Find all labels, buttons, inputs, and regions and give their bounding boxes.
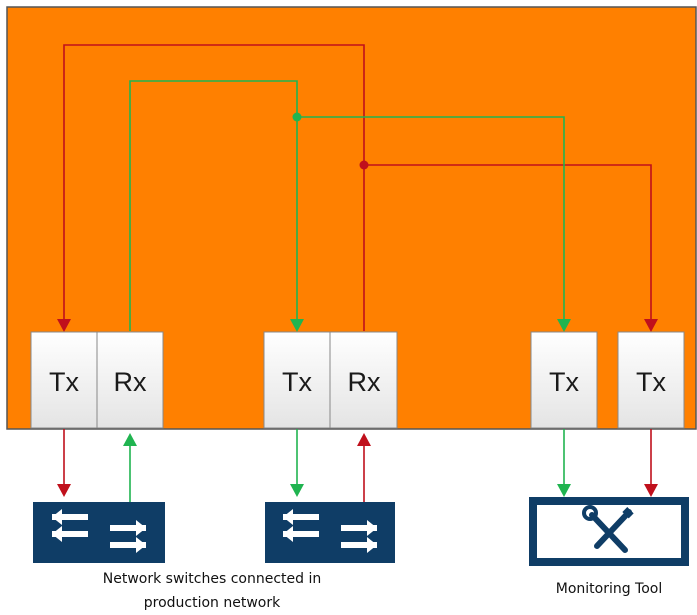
port-c-tx <box>530 331 598 429</box>
switches-caption-line1: Network switches connected in <box>103 571 321 587</box>
port-b-rx <box>329 331 398 429</box>
port-a-rx-label: Rx <box>114 367 147 397</box>
arrowhead-c-tx-out <box>557 484 571 497</box>
monitoring-tool <box>529 497 689 566</box>
port-a-tx <box>30 331 98 429</box>
red-link-paths <box>63 44 652 331</box>
port-d-tx-label: Tx <box>636 367 666 397</box>
arrowhead-red-d-tx <box>644 319 658 332</box>
arrowhead-b-rx-in <box>357 433 371 446</box>
external-links <box>63 429 652 502</box>
wrench-screwdriver-icon <box>582 505 634 553</box>
port-c-tx-label: Tx <box>549 367 579 397</box>
switches-caption-line2: production network <box>144 595 281 611</box>
port-b-rx-label: Rx <box>348 367 381 397</box>
red-junction-dot <box>359 160 369 170</box>
arrowhead-a-tx-out <box>57 484 71 497</box>
arrowhead-green-c-tx <box>557 319 571 332</box>
monitoring-caption: Monitoring Tool <box>556 581 663 597</box>
arrowhead-b-tx-out <box>290 484 304 497</box>
green-junction-dot <box>292 112 302 122</box>
network-switch-icon <box>283 509 377 553</box>
port-a-tx-label: Tx <box>49 367 79 397</box>
port-a-rx <box>96 331 164 429</box>
port-group-b: Tx Rx <box>263 331 398 429</box>
network-switch-1 <box>33 502 165 563</box>
port-b-tx-label: Tx <box>282 367 312 397</box>
port-d-tx <box>617 331 685 429</box>
arrowhead-d-tx-out <box>644 484 658 497</box>
arrowhead-green-b-tx <box>290 319 304 332</box>
port-d: Tx <box>617 331 685 429</box>
port-group-a: Tx Rx <box>30 331 164 429</box>
network-switch-icon <box>52 509 146 553</box>
arrowhead-red-a-tx <box>57 319 71 332</box>
green-link-paths <box>129 80 565 331</box>
arrowhead-a-rx-in <box>123 433 137 446</box>
port-c: Tx <box>530 331 598 429</box>
network-switch-2 <box>265 502 395 563</box>
